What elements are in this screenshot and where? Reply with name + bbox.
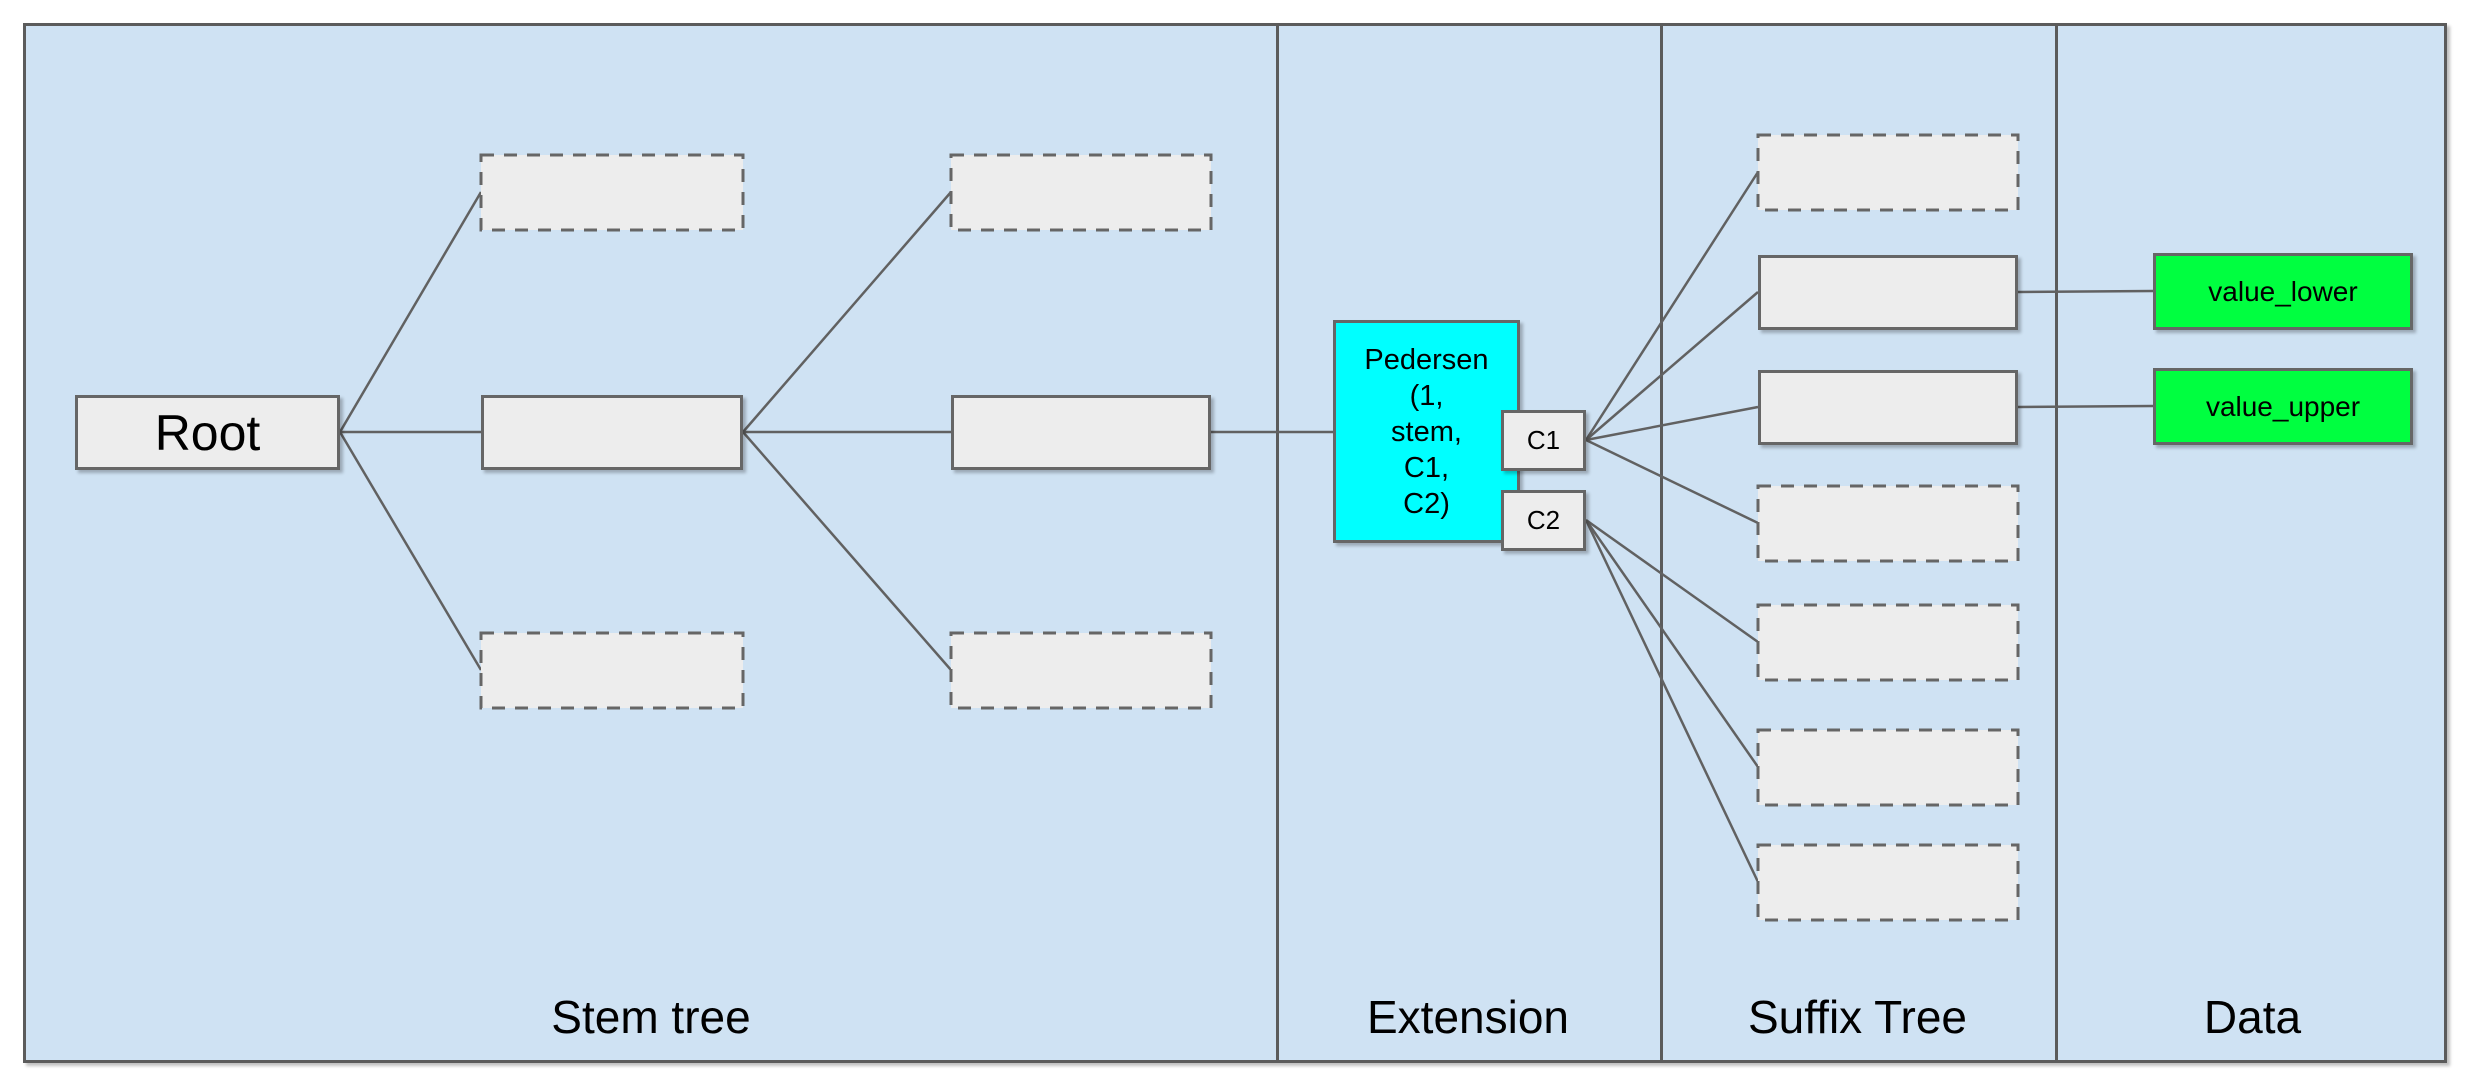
suffix-placeholder-node: [1756, 484, 2020, 563]
pedersen-label-line: Pedersen: [1364, 343, 1489, 376]
suffix-placeholder-node: [1756, 603, 2020, 682]
section-label-data: Data: [2203, 991, 2302, 1043]
stem-placeholder-node: [479, 153, 745, 232]
stem-placeholder-node: [949, 631, 1213, 710]
stem-placeholder-node: [949, 153, 1213, 232]
pedersen-label-line: C1,: [1403, 451, 1450, 484]
connector-layer: [338, 133, 2154, 922]
section-label-extension: Extension: [1366, 991, 1569, 1043]
c2-node: C2: [1501, 490, 1586, 551]
value-upper-label: value_upper: [2205, 390, 2361, 422]
stem-node-empty: [951, 395, 1211, 470]
connector-line-c1: [1584, 171, 1760, 441]
connector-line: [742, 191, 952, 433]
divider-suffix-data: [2055, 26, 2058, 1060]
connector-line-c1: [1585, 291, 1759, 441]
root-label: Root: [154, 404, 261, 461]
divider-stem-extension: [1276, 26, 1279, 1060]
root-node: Root: [75, 395, 340, 470]
value-upper-node: value_upper: [2153, 368, 2413, 445]
connector-line-c2: [1584, 519, 1760, 768]
suffix-placeholder-node: [1756, 843, 2020, 922]
connector-line: [338, 431, 483, 671]
divider-extension-suffix: [1660, 26, 1663, 1060]
connector-line: [742, 431, 952, 671]
stem-node-empty: [481, 395, 743, 470]
stem-placeholder-node: [479, 631, 745, 710]
value-lower-label: value_lower: [2208, 275, 2358, 307]
pedersen-commitment-node: Pedersen (1, stem, C1, C2): [1333, 320, 1520, 543]
section-label-stem-tree: Stem tree: [551, 991, 751, 1043]
connector-line: [338, 191, 483, 433]
pedersen-label-line: (1,: [1409, 379, 1444, 412]
suffix-placeholder-node: [1756, 133, 2020, 212]
value-lower-node: value_lower: [2153, 253, 2413, 330]
diagram-canvas: Root Pedersen (1, stem, C1, C2) C1 C2 va…: [23, 23, 2447, 1063]
connector-line-c1: [1585, 405, 1759, 442]
connector-line-value-lower: [2017, 289, 2154, 294]
c1-label: C1: [1526, 425, 1561, 455]
pedersen-label-line: C2): [1403, 487, 1450, 520]
connector-line-c2: [1585, 518, 1759, 644]
connector-line-c2: [1584, 519, 1760, 883]
c2-label: C2: [1526, 505, 1561, 535]
pedersen-label-line: stem,: [1391, 415, 1462, 448]
suffix-placeholder-node: [1756, 728, 2020, 807]
connector-line-c1: [1585, 438, 1759, 525]
connector-line-value-upper: [2017, 404, 2154, 409]
suffix-node-empty: [1758, 370, 2018, 445]
section-label-suffix-tree: Suffix Tree: [1747, 991, 1968, 1043]
c1-node: C1: [1501, 410, 1586, 471]
suffix-node-empty: [1758, 255, 2018, 330]
